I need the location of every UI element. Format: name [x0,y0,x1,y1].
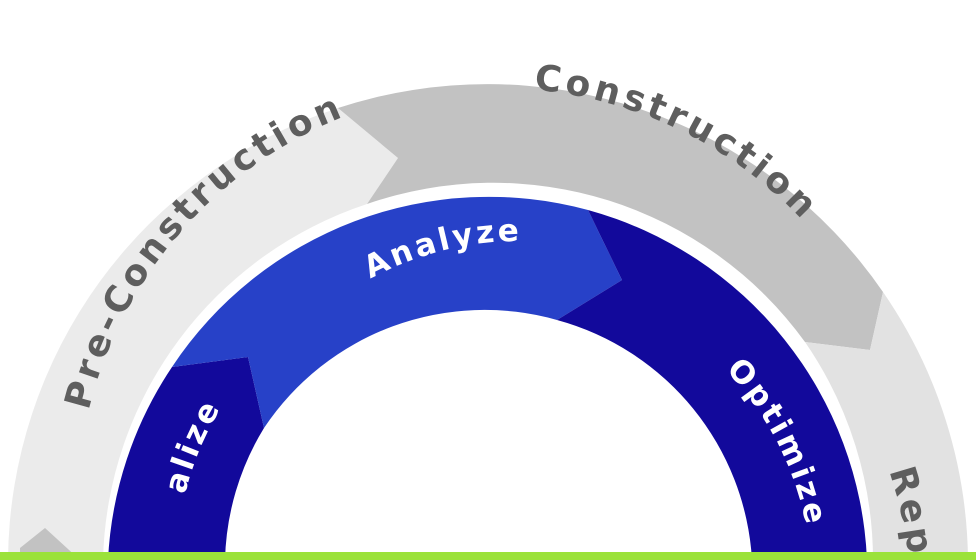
inner-segment-analyze [172,196,622,428]
outer-segment-construction [338,84,883,350]
outer-segment-reporting [805,292,968,560]
inner-segment-optimize [557,210,867,560]
footer-bar [0,552,976,560]
inner-segment-visualize [108,357,264,560]
outer-segment-pre-construction [8,108,398,560]
